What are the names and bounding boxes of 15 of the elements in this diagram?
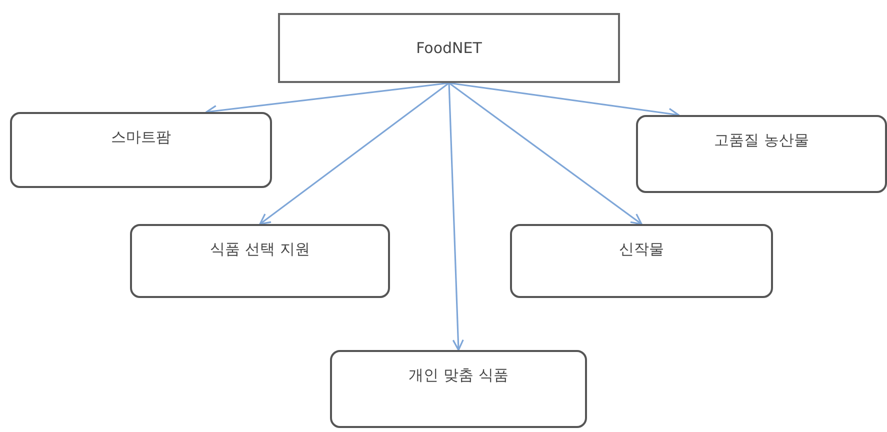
node-label: 신작물 xyxy=(619,240,664,260)
system-box xyxy=(278,13,620,83)
topic-box xyxy=(510,224,773,298)
node-label: 개인 맞춤 식품 xyxy=(408,366,508,386)
topic-box xyxy=(636,115,887,193)
node-label: 식품 선택 지원 xyxy=(210,240,310,260)
node-label: 스마트팜 xyxy=(111,128,171,148)
topic-box xyxy=(330,350,587,428)
topic-box xyxy=(130,224,390,298)
node-label: FoodNET xyxy=(416,39,482,57)
node-label: 고품질 농산물 xyxy=(714,131,809,151)
arrow xyxy=(259,82,450,225)
arrow xyxy=(448,82,464,351)
arrow xyxy=(448,82,642,225)
topic-box xyxy=(10,112,272,188)
